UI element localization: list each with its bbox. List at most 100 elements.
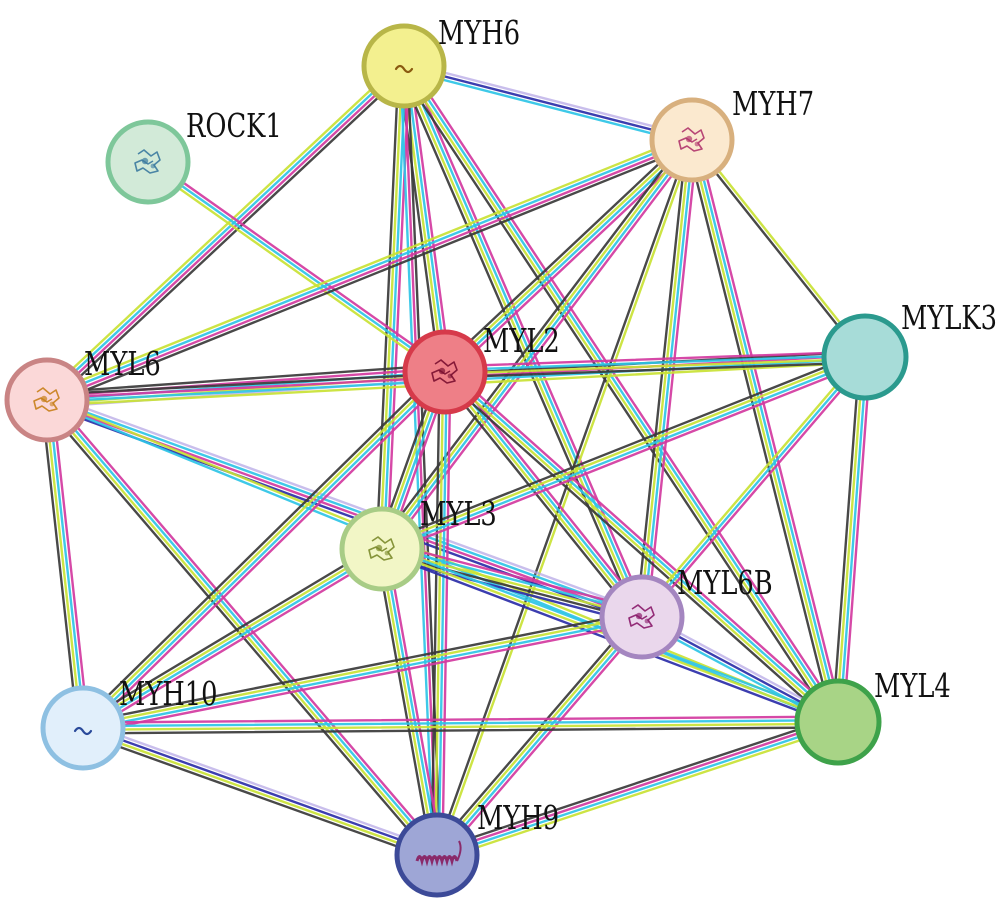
- edge-strand-databases: [838, 355, 868, 724]
- node-label-myh7: MYH7: [732, 85, 814, 123]
- edge-myh7-myl6[interactable]: [43, 133, 696, 407]
- edge-strand-databases: [443, 354, 867, 372]
- node-myh7[interactable]: MYH7: [649, 85, 814, 183]
- edge-myh7-myl4[interactable]: [685, 137, 845, 725]
- edge-myl3-myh10[interactable]: [78, 543, 386, 734]
- edge-mylk3-myl6b[interactable]: [638, 353, 869, 621]
- edge-myh7-myl2[interactable]: [440, 134, 697, 378]
- edge-myh7-myh9[interactable]: [434, 138, 695, 857]
- edge-strand-databases: [44, 63, 404, 400]
- edge-strand-experiments: [842, 356, 872, 724]
- node-circle-myh10[interactable]: [40, 685, 126, 771]
- node-label-myl4: MYL4: [874, 667, 951, 705]
- edge-strand-databases: [445, 140, 695, 375]
- edge-strand-coexpression: [431, 612, 640, 853]
- edge-strand-experiments: [85, 374, 450, 734]
- edge-strand-textmining: [638, 353, 864, 616]
- edge-strand-databases: [381, 544, 645, 615]
- edge-strand-databases: [381, 357, 867, 552]
- edge-myl2-myh10[interactable]: [77, 366, 450, 734]
- edge-myl6b-myh10[interactable]: [80, 610, 645, 735]
- edge-mylk3-myl3[interactable]: [378, 350, 869, 556]
- node-label-mylk3: MYLK3: [901, 299, 997, 337]
- node-label-myh6: MYH6: [438, 14, 520, 52]
- edge-strand-databases: [45, 137, 693, 400]
- edge-myh10-myh9[interactable]: [79, 721, 440, 862]
- edge-strand-experiments: [47, 66, 407, 403]
- edge-myl6b-myh9[interactable]: [431, 612, 648, 860]
- node-circle-myh6[interactable]: [361, 23, 447, 109]
- node-circle-myl4[interactable]: [794, 678, 882, 766]
- edge-strand-textmining: [42, 60, 402, 398]
- edge-strand-experiments: [46, 140, 694, 403]
- node-label-myl6: MYL6: [84, 345, 161, 383]
- edge-rock1-myl2[interactable]: [144, 157, 449, 377]
- edge-strand-coexpression: [79, 731, 437, 862]
- edge-myl2-mylk3[interactable]: [443, 350, 867, 379]
- edge-myh6-myl4[interactable]: [398, 61, 844, 727]
- edge-myh6-myl3[interactable]: [375, 64, 411, 551]
- edge-strand-textmining: [401, 65, 838, 725]
- node-rock1[interactable]: ROCK1: [105, 107, 282, 205]
- edge-strand-databases: [445, 369, 645, 618]
- edge-myl6-myh10[interactable]: [40, 398, 90, 730]
- edge-strand-coexpression: [689, 139, 865, 360]
- edge-strand-databases: [437, 370, 448, 857]
- node-circle-mylk3[interactable]: [821, 313, 909, 401]
- node-myh6[interactable]: MYH6: [361, 14, 520, 109]
- edge-strand-textmining: [379, 137, 692, 550]
- node-mylk3[interactable]: MYLK3: [821, 299, 997, 401]
- edge-strand-databases: [46, 397, 644, 617]
- edge-strand-textmining: [81, 728, 438, 858]
- edge-strand-coexpression: [440, 134, 690, 370]
- edge-strand-experiments: [386, 546, 444, 856]
- edge-myl2-myl4[interactable]: [440, 366, 843, 728]
- edge-strand-textmining: [835, 355, 865, 724]
- edge-strand-cooccurrence: [379, 554, 642, 626]
- edge-myh6-myh7[interactable]: [401, 61, 695, 145]
- edge-strand-databases: [445, 369, 841, 722]
- edge-myh9-myl4[interactable]: [434, 715, 841, 862]
- edge-strand-coexpression: [78, 543, 381, 725]
- edge-strand-databases: [692, 138, 841, 723]
- edge-myl2-myl6b[interactable]: [439, 367, 648, 622]
- protein-structure-icon: [33, 387, 60, 412]
- edge-strand-textmining: [144, 163, 445, 377]
- edge-strand-databases: [45, 400, 839, 725]
- edge-strand-cooccurrence: [402, 64, 694, 142]
- node-myl6[interactable]: MYL6: [4, 345, 161, 443]
- edge-myl2-myh9[interactable]: [430, 370, 452, 857]
- node-myl3[interactable]: MYL3: [339, 495, 497, 592]
- edge-strand-textmining: [434, 370, 445, 857]
- edge-strand-coexpression: [376, 135, 689, 547]
- edge-strand-textmining: [380, 354, 866, 549]
- edge-mylk3-myl4[interactable]: [831, 355, 872, 724]
- chain-structure-icon: [394, 64, 414, 74]
- edge-strand-databases: [83, 372, 448, 731]
- edge-strand-experiments: [407, 61, 844, 721]
- edge-myl3-myh9[interactable]: [375, 546, 444, 858]
- edge-myh10-myl4[interactable]: [81, 715, 840, 735]
- edge-strand-experiments: [408, 64, 452, 373]
- node-label-myh10: MYH10: [119, 675, 218, 713]
- edge-strand-textmining: [442, 372, 838, 725]
- edge-strand-textmining: [434, 614, 642, 855]
- edge-strand-experiments: [443, 350, 866, 368]
- edge-strand-databases: [401, 68, 693, 145]
- node-myh10[interactable]: MYH10: [40, 675, 218, 771]
- edge-strand-experiments: [148, 157, 449, 371]
- edge-strand-coexpression: [685, 140, 834, 725]
- node-myl2[interactable]: MYL2: [402, 322, 560, 415]
- edge-myh7-myl6b[interactable]: [635, 138, 699, 619]
- node-myl6b[interactable]: MYL6B: [599, 564, 773, 660]
- edge-strand-experiments: [447, 366, 843, 720]
- edge-strand-homology: [83, 721, 440, 852]
- node-label-myl2: MYL2: [483, 322, 560, 360]
- node-myh9[interactable]: MYH9: [394, 799, 559, 898]
- edge-myh6-myl6[interactable]: [42, 60, 409, 406]
- node-myl4[interactable]: MYL4: [794, 667, 951, 766]
- edge-strand-coexpression: [434, 715, 838, 852]
- edge-myh7-mylk3[interactable]: [689, 137, 868, 360]
- edge-strand-coexpression: [831, 355, 861, 723]
- node-circle-myh9[interactable]: [394, 812, 480, 898]
